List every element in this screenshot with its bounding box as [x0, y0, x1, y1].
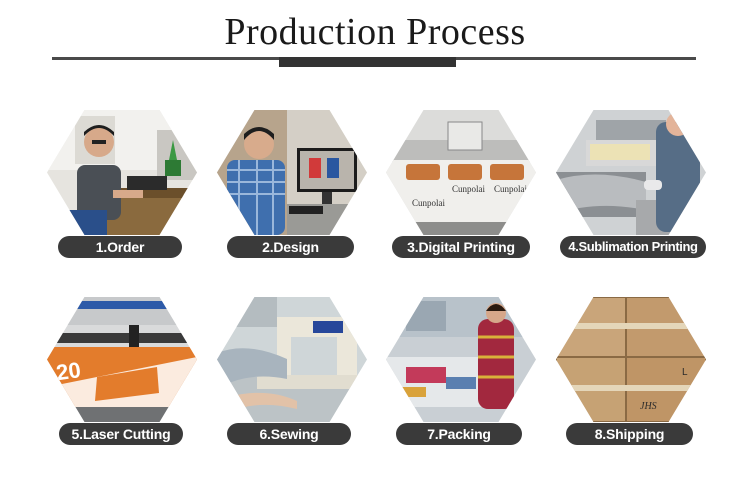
- step-sewing: 6.Sewing: [217, 297, 367, 445]
- step-label-sublimation-printing: 4.Sublimation Printing: [560, 236, 706, 258]
- heat-press-photo: [556, 110, 706, 235]
- title-underline-accent: [279, 57, 456, 67]
- printer-brand-text-1: Cunpolai: [412, 198, 445, 208]
- step-label-design: 2.Design: [227, 236, 354, 258]
- printer-brand-text-3: Cunpolai: [494, 184, 527, 194]
- step-digital-printing: Cunpolai Cunpolai Cunpolai 3.Digital Pri…: [386, 110, 536, 258]
- step-laser-cutting: 20 5.Laser Cutting: [47, 297, 197, 445]
- cardboard-boxes-photo: JHS L: [556, 297, 706, 422]
- step-label-order: 1.Order: [58, 236, 182, 258]
- box-print-text: JHS: [640, 401, 657, 412]
- designer-monitor-photo: [217, 110, 367, 235]
- sewing-machine-photo: [217, 297, 367, 422]
- step-label-laser-cutting: 5.Laser Cutting: [59, 423, 183, 445]
- laser-cutter-photo: 20: [47, 297, 197, 422]
- step-label-shipping: 8.Shipping: [566, 423, 693, 445]
- step-sublimation-printing: 4.Sublimation Printing: [556, 110, 706, 258]
- svg-text:20: 20: [55, 357, 83, 385]
- step-packing: 7.Packing: [386, 297, 536, 445]
- packing-table-photo: [386, 297, 536, 422]
- step-order: 1.Order: [47, 110, 197, 258]
- printer-brand-text-2: Cunpolai: [452, 184, 485, 194]
- page-title: Production Process: [224, 11, 526, 53]
- wide-format-printer-photo: Cunpolai Cunpolai Cunpolai: [386, 110, 536, 235]
- step-shipping: JHS L 8.Shipping: [556, 297, 706, 445]
- step-label-sewing: 6.Sewing: [227, 423, 351, 445]
- step-label-digital-printing: 3.Digital Printing: [392, 236, 530, 258]
- office-worker-computer-photo: [47, 110, 197, 235]
- svg-text:L: L: [682, 367, 688, 378]
- step-label-packing: 7.Packing: [396, 423, 522, 445]
- step-design: 2.Design: [217, 110, 367, 258]
